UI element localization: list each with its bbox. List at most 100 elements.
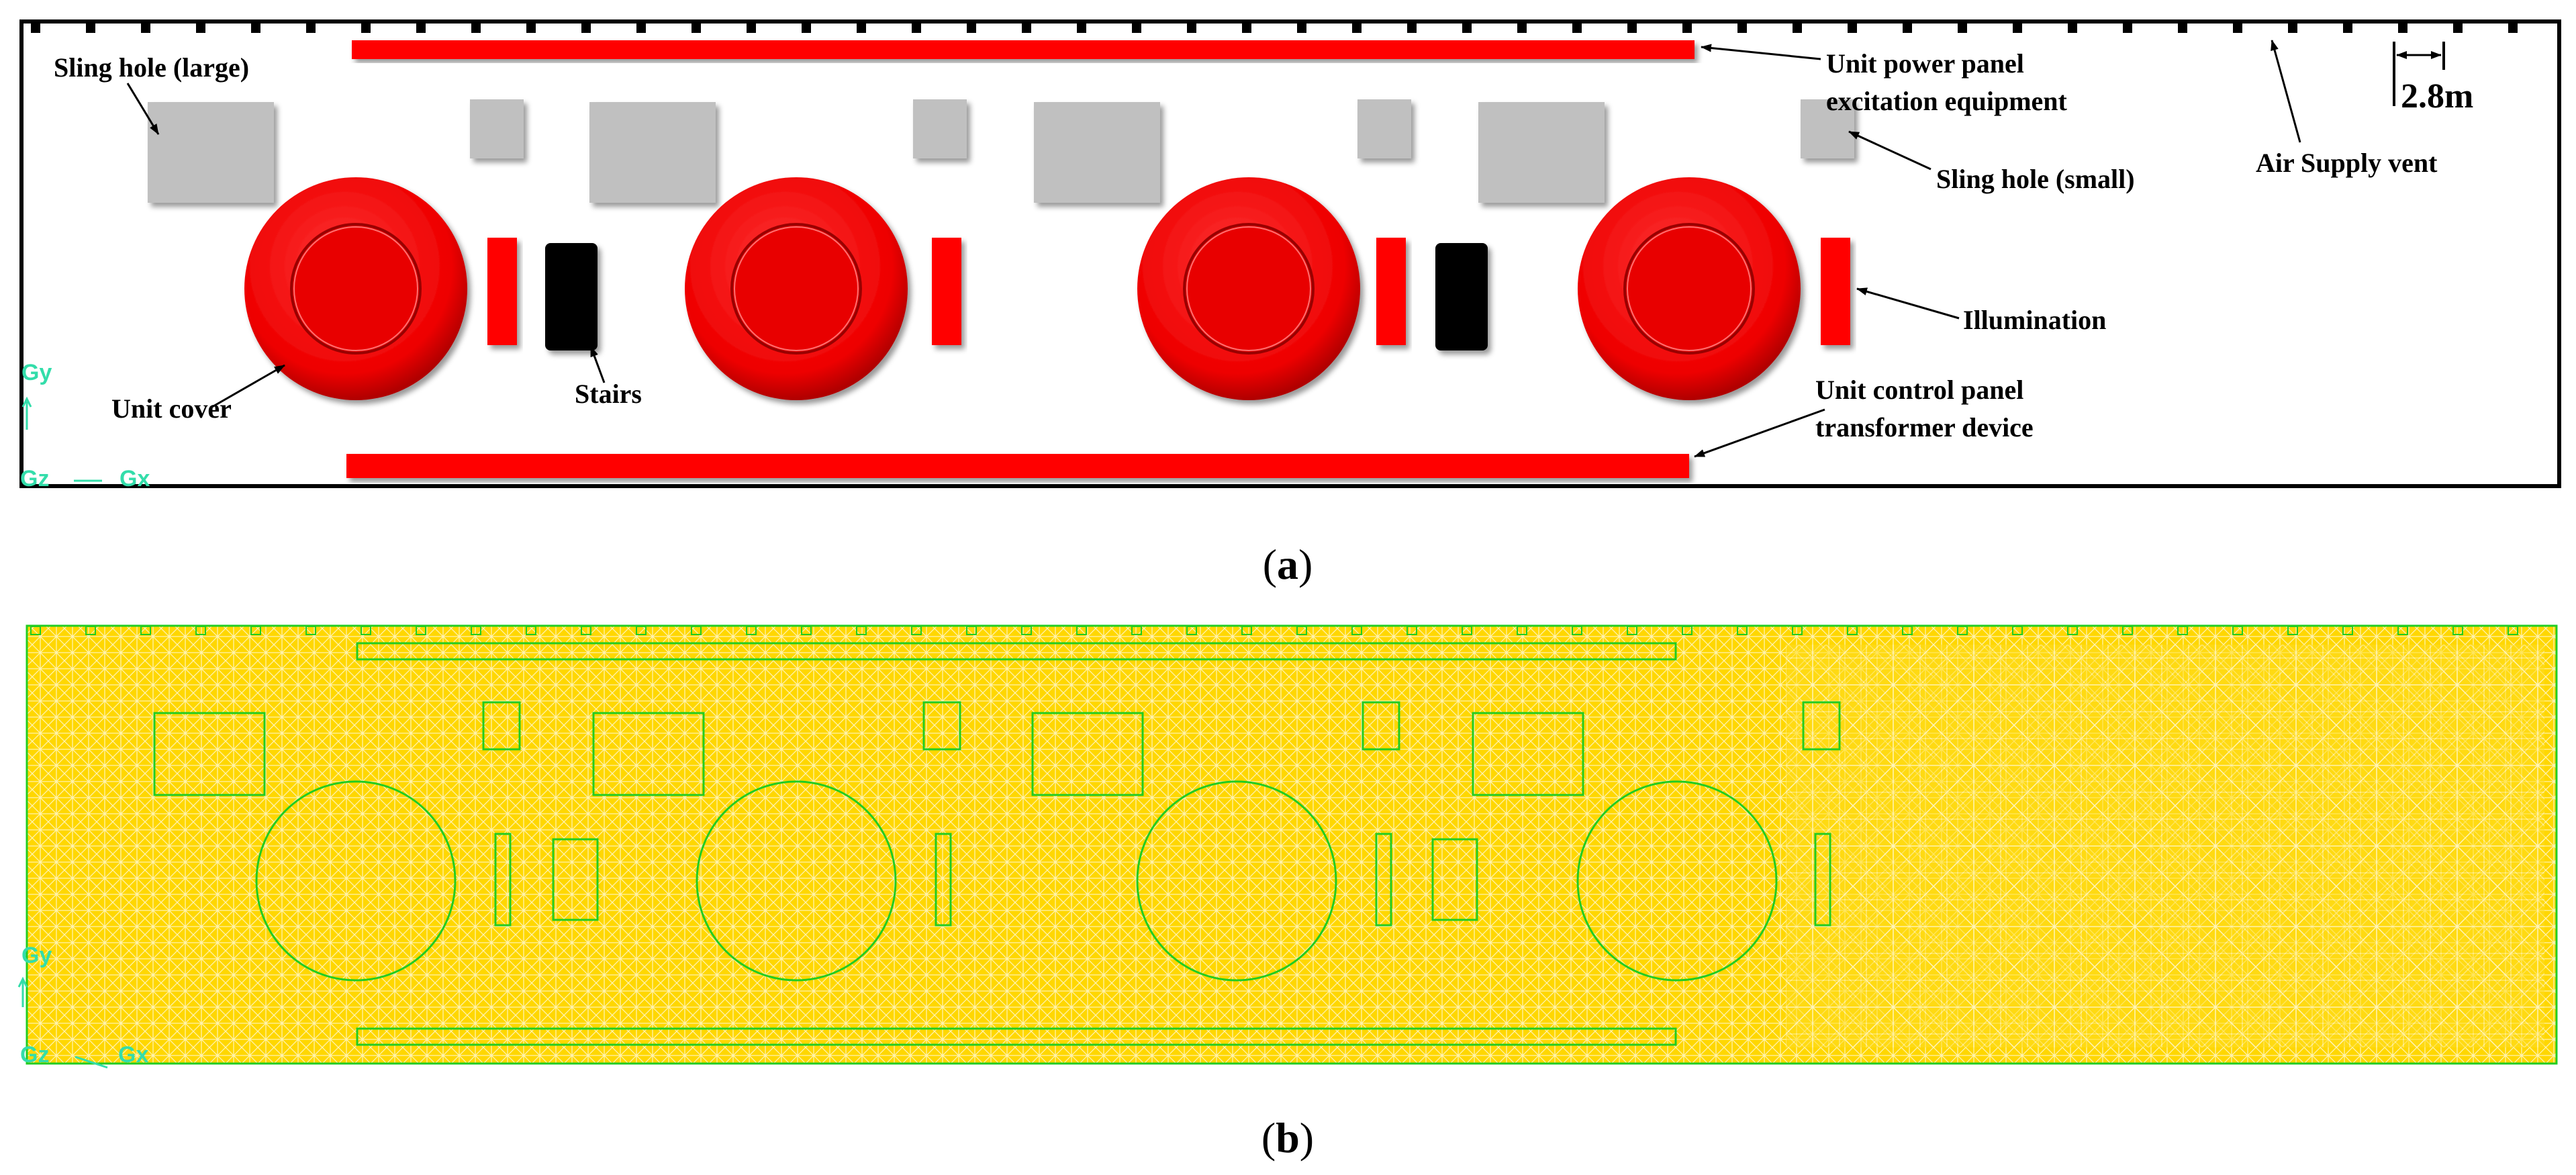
illumination-bar [1821,238,1850,345]
air-supply-vent [1352,23,1362,33]
mesh-vent [2452,626,2463,635]
mesh-vent [305,626,316,635]
mesh-vent [1792,626,1803,635]
air-supply-vent [857,23,866,33]
panel-a: Sling hole (large) Unit power panel exci… [19,19,2561,588]
axis-indicator-a: Gy Gz Gx [20,360,150,491]
air-supply-vent [1462,23,1472,33]
mesh-stairs [552,838,599,921]
mesh-vent [85,626,96,635]
air-supply-vent [912,23,921,33]
air-supply-vent [1793,23,1802,33]
air-supply-vent [1077,23,1086,33]
mesh-vent [1517,626,1527,635]
label-stairs: Stairs [575,379,642,409]
mesh-vent [361,626,371,635]
mesh-vent [2177,626,2188,635]
svg-text:Gz: Gz [20,1042,49,1068]
air-supply-vent [2398,23,2407,33]
arrow-sling-hole-large [126,83,160,135]
label-dimension: 2.8m [2401,77,2473,115]
mesh-vent [1627,626,1637,635]
air-supply-vent [1517,23,1527,33]
svg-text:Gz: Gz [20,466,49,491]
mesh-illumination [494,833,512,927]
air-supply-vent [2453,23,2463,33]
mesh-vent [195,626,206,635]
mesh-vent [1737,626,1748,635]
caption-b: (b) [1261,1114,1314,1162]
label-power-panel-line2: excitation equipment [1826,86,2068,116]
label-illumination: Illumination [1963,305,2106,335]
mesh-sling-hole-small [482,701,521,751]
mesh-vent [2122,626,2133,635]
air-supply-vent [196,23,205,33]
air-supply-vent [2288,23,2297,33]
axis-indicator-b: Gy Gz Gx [17,943,148,1069]
mesh-sling-hole-large [153,712,266,796]
mesh-vent [1847,626,1858,635]
arrow-control-panel [1694,408,1825,458]
mesh-vent [1406,626,1417,635]
label-power-panel-line1: Unit power panel [1826,48,2024,79]
mesh-sling-hole-small [1362,701,1400,751]
air-supply-vent [2123,23,2132,33]
unit-cover [1578,177,1801,400]
mesh-vent [2287,626,2298,635]
mesh-sling-hole-large [1031,712,1144,796]
air-supply-vent [747,23,756,33]
sling-hole-small [1357,99,1411,158]
mesh-control-panel [356,1027,1677,1046]
mesh-vent [2012,626,2023,635]
mesh-vent [416,626,426,635]
unit-control-panel [346,454,1689,478]
mesh-illumination [935,833,952,927]
unit-cover [1137,177,1360,400]
air-supply-vent [1132,23,1141,33]
mesh-stairs [1431,838,1478,921]
stairs [545,243,598,350]
arrow-stairs [589,346,606,383]
air-supply-vent [1737,23,1747,33]
mesh-vent [691,626,702,635]
air-supply-vent [1848,23,1857,33]
mesh-vent [250,626,261,635]
stairs [1435,243,1488,350]
air-supply-vent [416,23,426,33]
mesh-vent [2397,626,2408,635]
mesh-vent [856,626,867,635]
label-air-supply-vent: Air Supply vent [2256,148,2438,178]
mesh-vent [1186,626,1197,635]
mesh-vent [1076,626,1087,635]
label-control-panel-line1: Unit control panel [1815,375,2023,405]
air-supply-vent [2013,23,2022,33]
sling-hole-large [589,102,716,203]
svg-text:Gx: Gx [120,466,150,491]
mesh-vent [30,626,41,635]
air-supply-vent [86,23,95,33]
sling-hole-large [1478,102,1605,203]
air-supply-vent [1407,23,1417,33]
mesh-vent [1021,626,1032,635]
label-sling-hole-small: Sling hole (small) [1936,164,2135,194]
unit-cover [244,177,467,400]
mesh-illumination [1375,833,1392,927]
mesh-unit-cover [1576,780,1778,982]
air-supply-vent [1187,23,1196,33]
mesh-vent [1682,626,1692,635]
label-sling-hole-large: Sling hole (large) [54,52,249,83]
mesh-vent [471,626,481,635]
label-control-panel-line2: transformer device [1815,412,2034,442]
unit-power-panel [352,40,1695,59]
air-supply-vent [141,23,150,33]
sling-hole-large [1034,102,1160,203]
arrow-illumination [1856,287,1960,320]
air-supply-vent [691,23,701,33]
arrow-sling-hole-small [1848,130,1931,171]
air-supply-vent [31,23,40,33]
air-supply-vent [581,23,591,33]
mesh-unit-cover [696,780,897,982]
mesh-vent [1462,626,1472,635]
arrow-unit-cover [211,364,285,408]
